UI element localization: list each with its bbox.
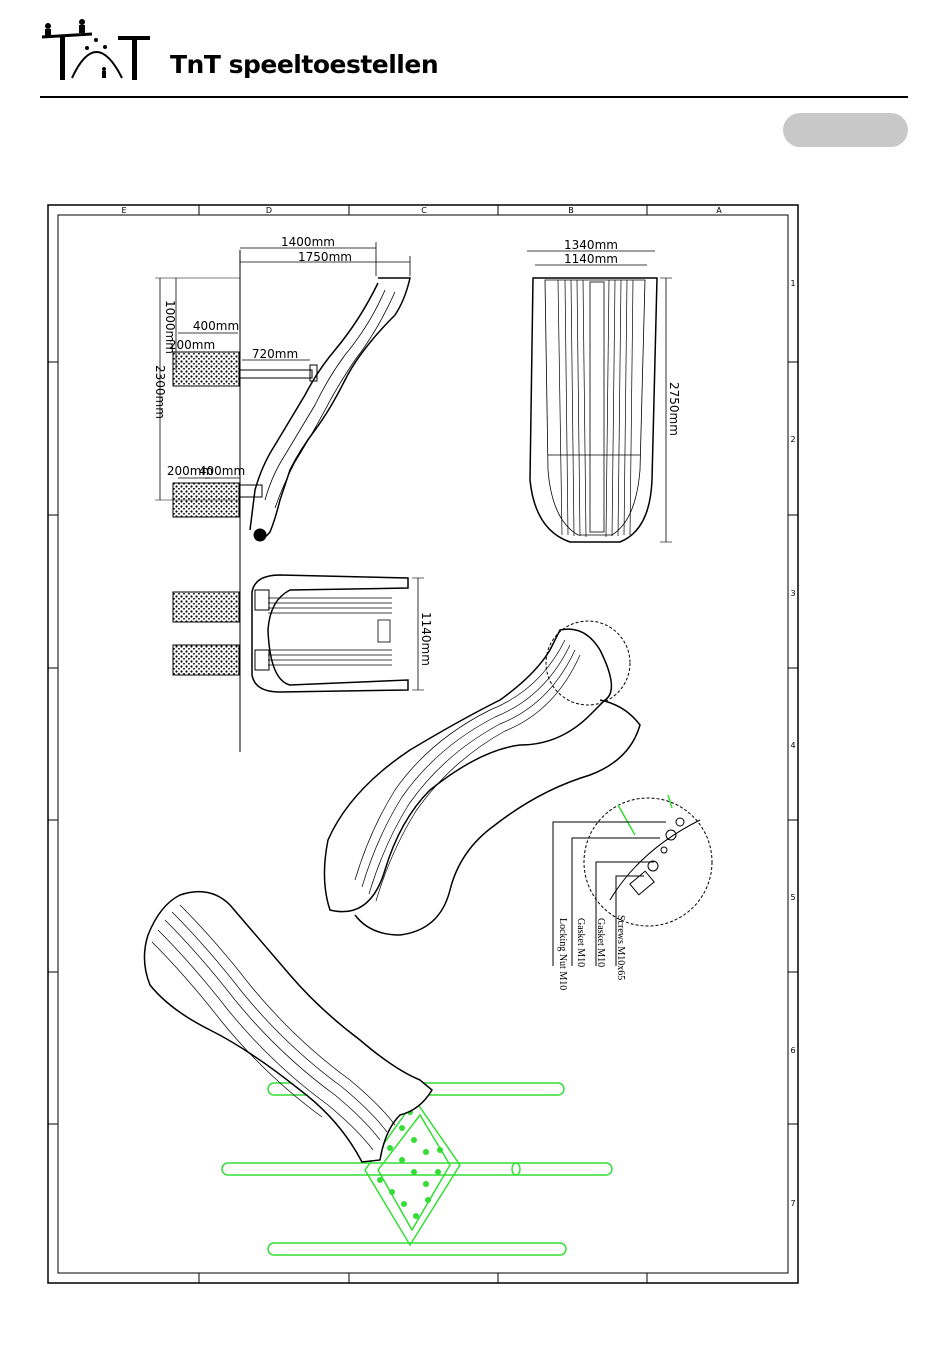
grid-row-label: 3 (790, 589, 795, 598)
dim-post-top: 200mm (169, 338, 215, 352)
grid-row-label: 7 (790, 1199, 795, 1208)
dim-span-length: 1750mm (298, 250, 352, 264)
grid-col-label: E (121, 206, 126, 215)
top-view (173, 575, 424, 692)
dim-inner-width: 1140mm (564, 252, 618, 266)
dim-total-height: 2300mm (153, 365, 167, 419)
legend-locking-nut: Locking Nut M10 (557, 918, 568, 990)
grid-row-label: 2 (790, 435, 795, 444)
grid-row-label: 4 (790, 741, 795, 750)
grid-row-label: 5 (790, 893, 795, 902)
legend-screws: Screws M10x65 (615, 915, 626, 980)
grid-col-label: D (266, 206, 272, 215)
dim-top-width: 1140mm (419, 612, 433, 666)
dim-offset-top: 400mm (193, 319, 239, 333)
dim-outer-width: 1340mm (564, 238, 618, 252)
dim-length: 2750mm (667, 382, 681, 436)
dim-total-length: 1400mm (281, 235, 335, 249)
grid-row-label: 6 (790, 1046, 795, 1055)
iso-slide-with-frame (144, 892, 612, 1255)
legend-gasket-2: Gasket M10 (575, 918, 586, 967)
grid-row-label: 1 (790, 279, 795, 288)
grid-col-label: C (421, 206, 427, 215)
front-view (527, 251, 672, 542)
dim-offset-bottom: 400mm (199, 464, 245, 478)
grid-col-label: B (568, 206, 574, 215)
legend-gasket-1: Gasket M10 (595, 918, 606, 967)
grid-col-label: A (716, 206, 722, 215)
dim-support-length: 720mm (252, 347, 298, 361)
iso-slide-upper (324, 621, 640, 935)
